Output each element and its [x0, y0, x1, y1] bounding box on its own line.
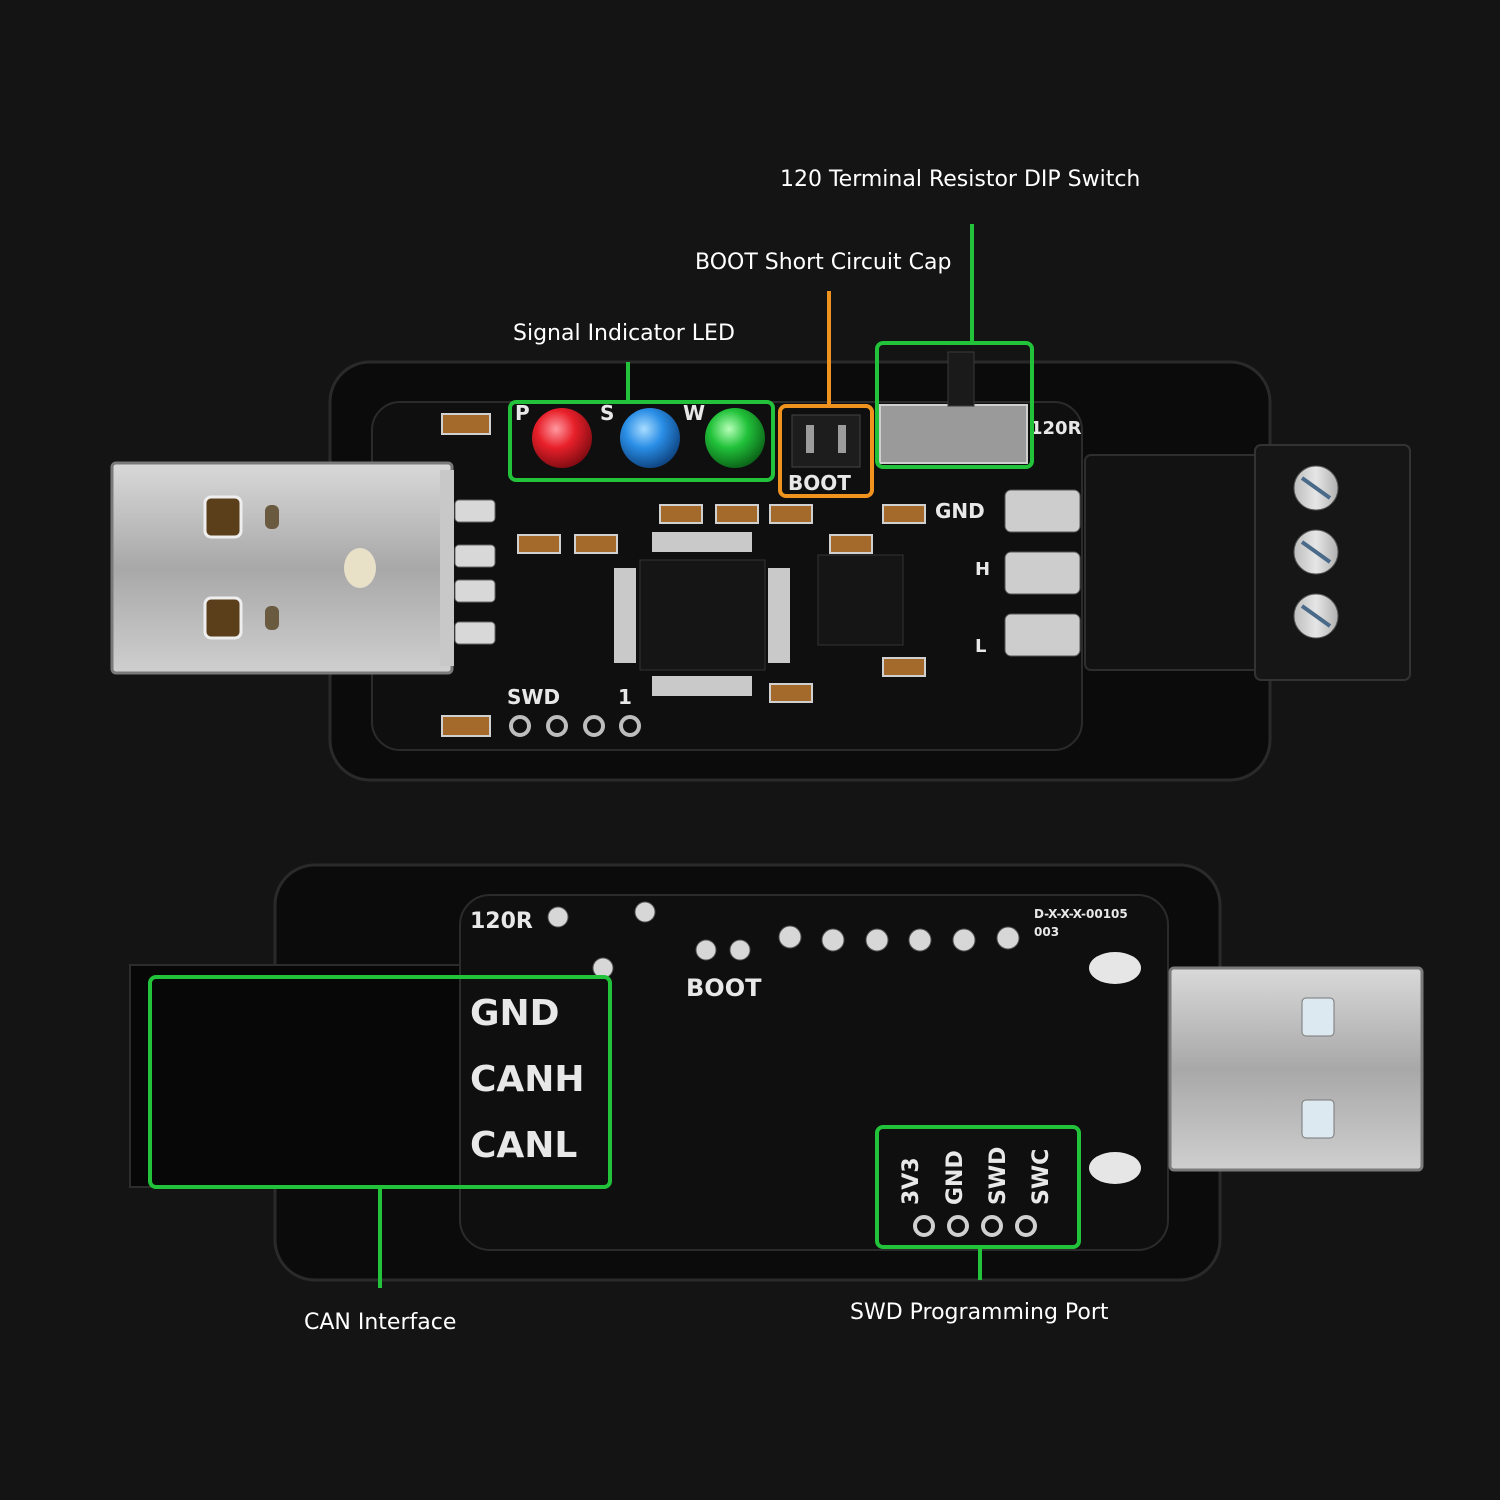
top-swd-silk: SWD [507, 685, 560, 709]
led-label-w: W [683, 401, 705, 425]
caption-swd-port: SWD Programming Port [850, 1300, 1109, 1325]
can-pin-canh: CANH [470, 1059, 585, 1100]
bottom-device: 120R BOOT D-X-X-X-00105 003 GND CANH CAN… [129, 863, 1424, 1282]
boot-header: BOOT [788, 414, 861, 495]
led-icon [532, 408, 592, 468]
top-l-silk: L [975, 636, 986, 657]
swd-pin-3v3: 3V3 [899, 1157, 924, 1205]
bottom-boot-silk: BOOT [686, 974, 762, 1002]
screw-terminal-icon [1084, 444, 1411, 681]
caption-dip-switch: 120 Terminal Resistor DIP Switch [780, 167, 1141, 192]
top-pin1-silk: 1 [618, 685, 632, 709]
caption-signal-led: Signal Indicator LED [513, 321, 735, 346]
caption-can-interface: CAN Interface [304, 1310, 457, 1335]
chip-pins [614, 532, 790, 696]
part-code: D-X-X-X-00105 [1034, 907, 1128, 921]
bottom-terminal-block [129, 964, 461, 1188]
usb-a-plug-icon [1168, 966, 1424, 1172]
top-120r-silk: 120R [1030, 418, 1082, 439]
signal-leds: P S W [515, 401, 765, 468]
top-can-pads [1004, 489, 1081, 657]
smd-components [441, 413, 926, 737]
led-icon [620, 408, 680, 468]
can-pin-canl: CANL [470, 1125, 577, 1166]
usb-a-plug-icon [110, 461, 454, 675]
bottom-swd-holes [913, 1215, 1037, 1237]
can-pin-gnd: GND [470, 993, 560, 1034]
mount-pad [1089, 1152, 1141, 1184]
led-label-s: S [600, 401, 614, 425]
top-swd-holes [509, 715, 641, 737]
swd-pin-swd: SWD [986, 1147, 1011, 1205]
callout-graphics [148, 224, 1081, 1288]
via-row [547, 901, 1020, 979]
part-revision: 003 [1034, 925, 1059, 939]
caption-boot-cap: BOOT Short Circuit Cap [695, 250, 952, 275]
top-h-silk: H [975, 559, 990, 580]
mount-pad [1089, 952, 1141, 984]
swd-pin-swc: SWC [1029, 1149, 1054, 1205]
led-label-p: P [515, 401, 530, 425]
signal-led-highlight [508, 400, 775, 482]
top-device: P S W BOOT 120R GND H L SWD 1 [110, 351, 1411, 782]
chip-icon [639, 554, 904, 671]
dip-switch: 120R [879, 351, 1082, 464]
led-icon [705, 408, 765, 468]
boot-cap-highlight [778, 404, 874, 498]
bottom-pcb [459, 894, 1169, 1251]
dip-switch-highlight [875, 341, 1034, 469]
usb-pins [454, 499, 496, 645]
swd-pin-gnd: GND [943, 1150, 968, 1205]
top-gnd-silk: GND [935, 499, 985, 523]
top-boot-silk: BOOT [788, 471, 851, 495]
bottom-120r-silk: 120R [470, 909, 533, 934]
